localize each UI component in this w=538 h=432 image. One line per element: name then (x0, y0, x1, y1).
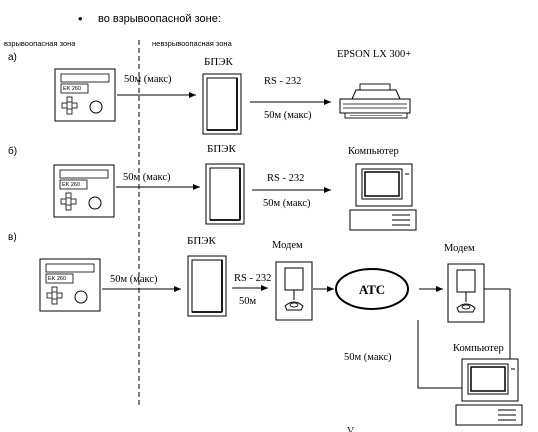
footer-fragment: V (347, 426, 355, 432)
row-a-cable1-label: 50м (макс) (124, 74, 172, 85)
modem-icon (447, 263, 485, 323)
printer-icon (339, 83, 411, 119)
row-b-unit-label: БПЭК (207, 143, 237, 155)
row-b-cable1-label: 50м (макс) (123, 172, 171, 183)
row-a: а) EK 260 50м (макс) БПЭК RS - 232 50м (… (8, 49, 411, 135)
hazardous-zone-label: взрывоопасная зона (4, 39, 76, 48)
row-b-cable2-label: 50м (макс) (263, 198, 311, 209)
computer-icon (455, 358, 523, 426)
row-c-modem2-label: Модем (444, 243, 475, 254)
row-a-end-label: EPSON LX 300+ (337, 49, 411, 60)
row-a-cable2-label: 50м (макс) (264, 110, 312, 121)
header-title: во взрывоопасной зоне: (98, 13, 221, 25)
computer-icon (349, 163, 417, 231)
row-b: б) EK 260 50м (макс) БПЭК RS - 232 50м (… (8, 143, 417, 231)
row-c-letter: в) (8, 232, 17, 243)
row-a-device-label: EK 260 (63, 86, 81, 92)
row-b-end-label: Компьютер (348, 146, 399, 157)
row-c-modem1-label: Модем (272, 240, 303, 251)
row-b-bpek-unit (205, 163, 245, 225)
row-a-rs232-label: RS - 232 (264, 76, 301, 87)
row-c-unit-label: БПЭК (187, 235, 217, 247)
row-c-end-label: Компьютер (453, 343, 504, 354)
safe-zone-label: невзрывоопасная зона (152, 39, 233, 48)
row-a-unit-label: БПЭК (204, 56, 234, 68)
row-c-bpek-unit (187, 255, 227, 317)
row-c-cable2-label: 50м (239, 296, 257, 307)
row-c-cable1-label: 50м (макс) (110, 274, 158, 285)
row-a-letter: а) (8, 52, 17, 63)
row-c: в) EK 260 50м (макс) БПЭК RS - 232 50м М… (8, 232, 523, 426)
telephone-exchange-node (335, 268, 409, 310)
modem-icon (275, 261, 313, 321)
row-c-exchange-label: АТС (359, 282, 385, 297)
row-c-ek260-device: EK 260 (39, 258, 101, 312)
row-c-cable3-label: 50м (макс) (344, 352, 392, 363)
row-a-ek260-device: EK 260 (54, 68, 116, 122)
row-b-device-label: EK 260 (62, 182, 80, 188)
row-b-rs232-label: RS - 232 (267, 173, 304, 184)
row-a-bpek-unit (202, 73, 242, 135)
row-b-ek260-device: EK 260 (53, 164, 115, 218)
row-c-rs232-label: RS - 232 (234, 273, 271, 284)
row-c-device-label: EK 260 (48, 276, 66, 282)
row-b-letter: б) (8, 145, 17, 157)
bullet: • (78, 11, 83, 26)
